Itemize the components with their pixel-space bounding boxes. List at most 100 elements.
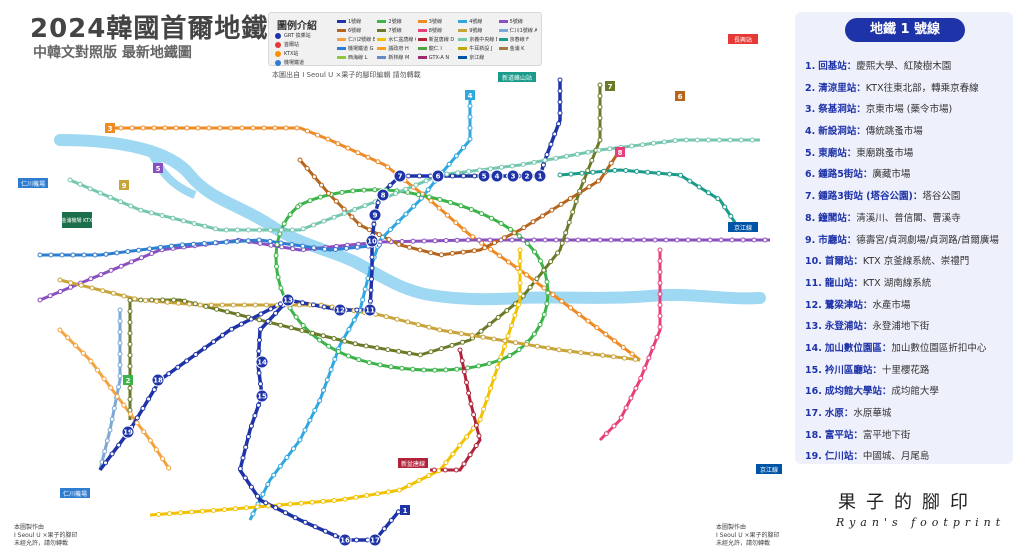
station-description: 加山數位園區折扣中心 [891,342,987,354]
station-dot [385,347,391,353]
station-dot [92,252,98,258]
station-name: 水原： [824,408,854,419]
station-number: 16. [805,386,822,398]
station-dot [568,305,573,311]
station-dot [324,377,330,383]
station-dot [449,342,455,348]
station-dot [375,200,381,206]
map-label-left-airport-text: 仁川機場 [21,180,45,188]
station-dot [738,137,744,143]
station-list-item: 11. 龍山站：KTX 湖南線系統 [805,273,1007,295]
station-dot [417,352,423,358]
station-dot [544,301,550,307]
station-dot [352,207,358,212]
station-dot [403,211,409,217]
station-name: 龍山站： [824,277,863,289]
station-dot [454,366,460,372]
legend-swatch [417,56,427,59]
station-dot [453,220,459,226]
station-dot [512,312,518,318]
station-dot [134,420,140,426]
station-dot [362,286,368,292]
station-dot [491,336,497,342]
map-label-left-box-text: 金浦機場 KTX [62,217,94,224]
station-dot [715,196,721,202]
station-name: 祭基洞站： [818,104,866,116]
station-dot [118,263,124,269]
legend-swatch [458,47,468,50]
station-dot [601,168,607,174]
station-dot [443,238,449,243]
line-badge: 8 [615,147,625,157]
station-dot [589,351,595,357]
line-1-station-marker: 6 [431,169,445,183]
station-dot [589,157,595,163]
station-dot [450,173,455,179]
station-dot [202,345,208,351]
station-dot [597,126,603,132]
station-dot [139,255,144,261]
map-label-top-right-2-text: 新道峰山站 [502,74,532,82]
station-dot [467,114,473,120]
station-dot [341,210,347,216]
station-dot [149,297,155,303]
legend-swatch [458,29,468,32]
station-dot [352,341,358,347]
line-1-station-marker: 18 [151,373,165,387]
station-dot [461,145,466,151]
station-list-item: 14. 加山數位園區：加山數位園區折扣中心 [805,338,1007,360]
station-dot [283,125,289,131]
line-badge: 5 [153,163,163,173]
station-dot [470,425,476,431]
station-dot [388,364,394,370]
station-dot [341,206,347,212]
legend-item: 仁川2號線 B [337,35,375,44]
station-number: 9. [805,234,816,246]
station-dot [369,265,375,271]
station-dot [345,353,351,359]
station-dot [464,434,470,440]
map-label-top-right-2: 新道峰山站 [498,72,536,82]
station-dot [290,246,296,252]
station-dot [641,237,647,243]
station-dot [705,137,711,143]
station-dot [375,159,381,165]
station-dot [534,276,540,282]
station-dot [190,241,196,247]
station-dot [590,169,596,175]
credit-left: 本圖製作由 I Seoul U ×果子的腳印 未經允許，請勿轉載 [14,524,78,548]
station-dot [121,402,127,408]
station-dot [517,247,523,253]
legend-special-label: GRT 換乘站 [284,33,311,39]
credit-left-line-1: 本圖製作由 [14,524,45,531]
station-dot [325,136,331,142]
station-dot [108,385,114,391]
station-dot [656,170,662,176]
station-dot [256,337,262,343]
station-dot [369,254,375,260]
station-dot [331,498,337,503]
legend-swatch [458,20,468,23]
station-dot [531,237,537,243]
station-description: 慶熙大學、紅陵樹木園 [856,61,952,72]
legend-item-label: 京江線 [469,55,485,61]
station-dot [544,152,550,158]
credit-right-line-1: 本圖製作由 [716,524,747,531]
station-dot [426,324,432,330]
station-dot [541,267,547,273]
legend-item: 京春線 F [498,35,537,44]
station-dot [657,291,663,297]
station-dot [558,201,564,207]
legend-item: 機場鐵道 G [337,44,375,53]
station-description: 成均館大學 [891,386,939,398]
station-dot [171,297,177,303]
station-dot [573,199,579,204]
station-dot [168,243,174,249]
station-dot [300,243,306,249]
station-dot [634,168,640,174]
station-dot [633,385,639,391]
station-description: 德壽宮/貞洞劇場/貞洞路/首爾廣場 [856,234,999,246]
station-dot [557,88,563,94]
line-badge: 4 [465,90,475,100]
station-dot [532,249,537,255]
